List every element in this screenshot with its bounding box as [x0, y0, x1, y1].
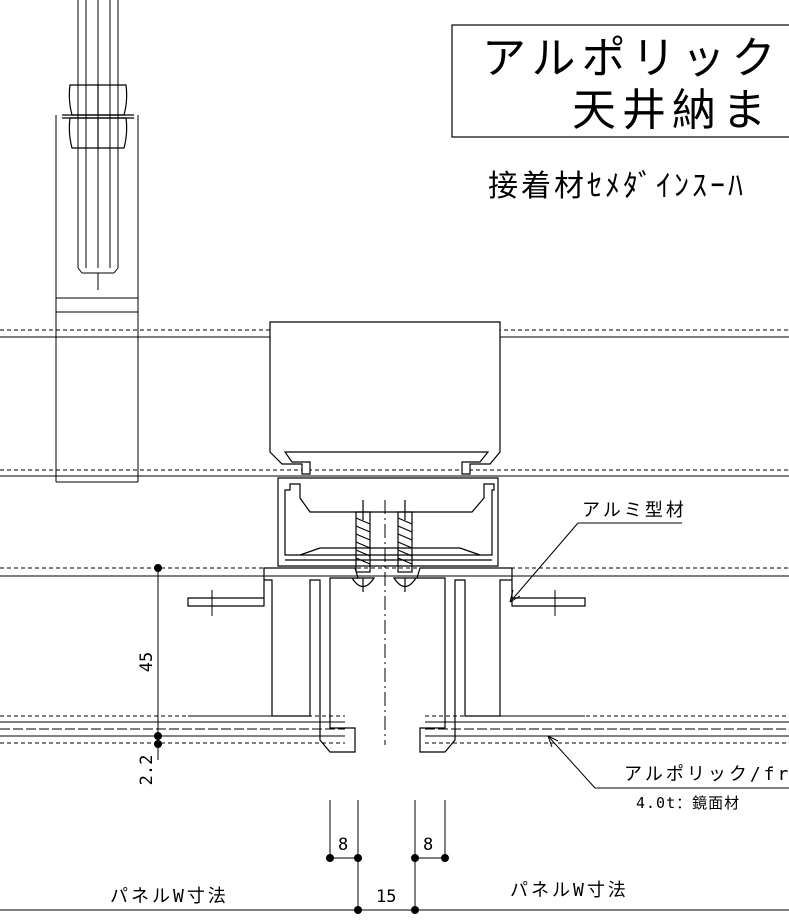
panel-right	[425, 715, 789, 744]
dimension-gap-right: 8	[423, 835, 433, 855]
panel-left	[0, 715, 345, 744]
label-panel-w-right: パネルW寸法	[510, 880, 629, 901]
profile-flanges	[188, 590, 585, 717]
screw-left	[350, 500, 376, 592]
upper-profile	[269, 321, 501, 567]
dimension-bottom	[0, 800, 789, 914]
label-panel-name: アルポリック/fr	[624, 764, 789, 785]
dimension-joint: 15	[376, 887, 396, 907]
screw-right	[392, 500, 418, 592]
leader-aluminum-profile	[509, 522, 682, 603]
frame-lines	[0, 567, 789, 577]
label-aluminum-profile: アルミ型材	[582, 500, 687, 521]
label-panel-w-left: パネルW寸法	[110, 886, 229, 907]
title-line-1: アルポリック	[482, 33, 782, 84]
hex-nut	[62, 84, 134, 149]
title-block: アルポリック 天井納ま	[451, 24, 789, 138]
adhesive-note: 接着材ｾﾒﾀﾞｲﾝｽｰﾊ	[488, 169, 746, 204]
label-panel-spec: 4.0t：鏡面材	[636, 794, 740, 812]
leader-panel	[547, 735, 789, 789]
title-line-2: 天井納ま	[572, 85, 772, 136]
dimension-2-2: 2.2	[137, 755, 157, 786]
dimension-vertical	[154, 564, 162, 760]
hanger-bracket	[55, 115, 139, 483]
aluminum-profile	[187, 567, 586, 753]
title-frame	[451, 24, 789, 138]
dimension-45: 45	[137, 652, 157, 672]
dimension-gap-left: 8	[338, 835, 348, 855]
